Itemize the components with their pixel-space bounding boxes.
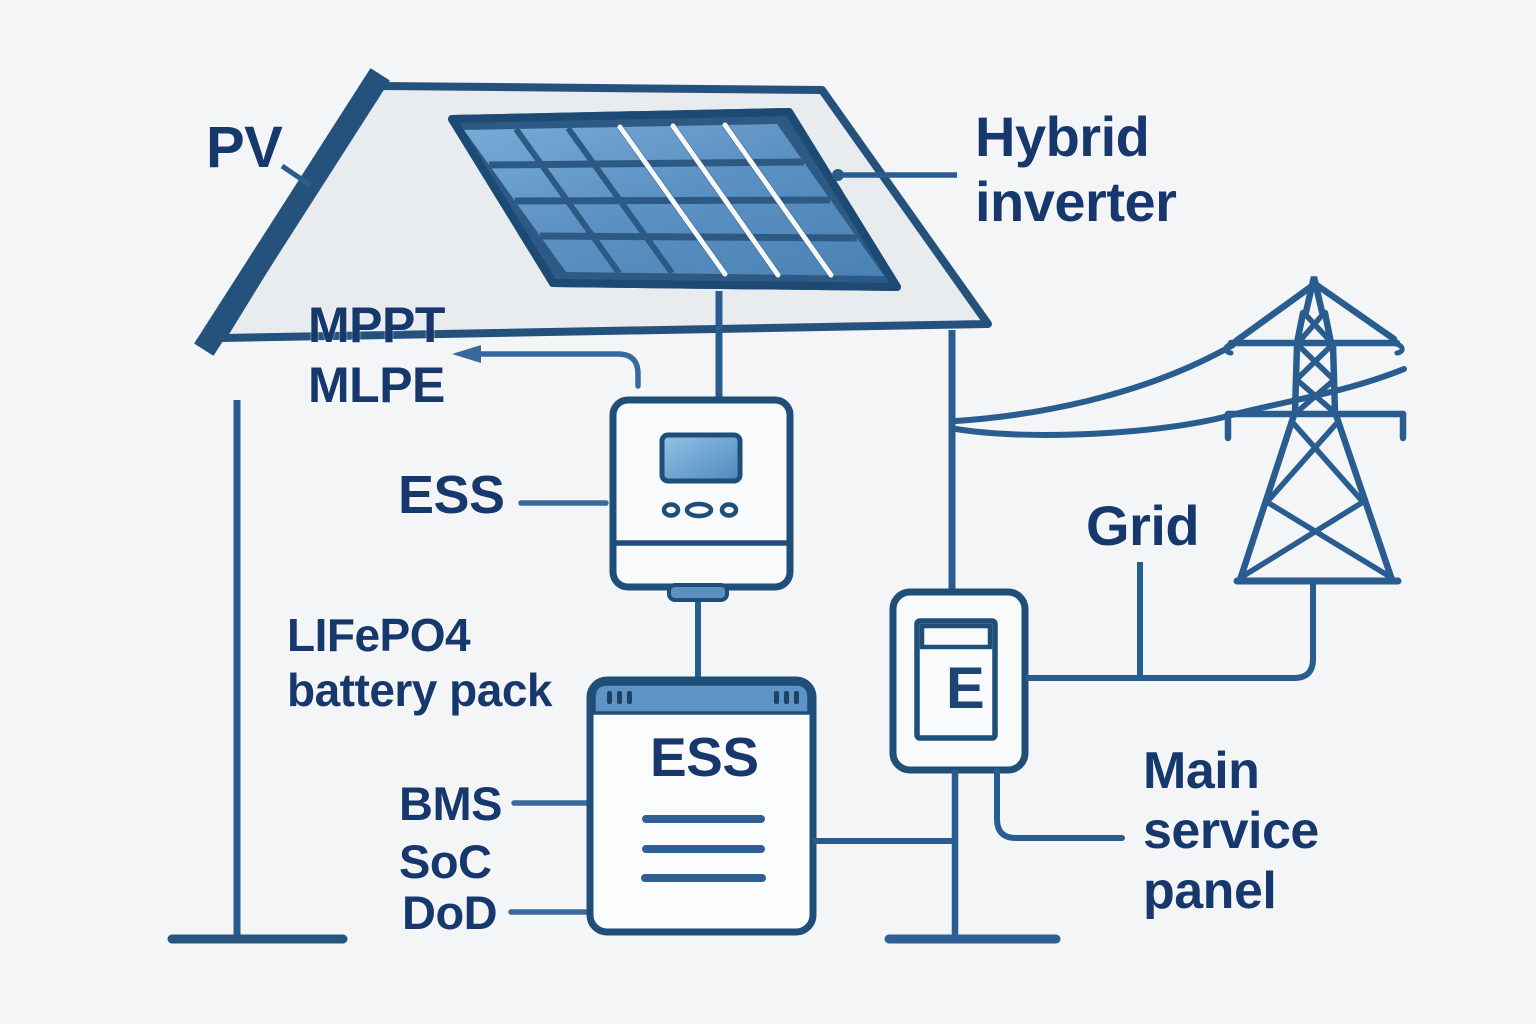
panel-frame-edge xyxy=(448,108,901,291)
hybrid-inverter-label-line2: inverter xyxy=(975,170,1177,233)
meter-display-frame xyxy=(914,618,998,741)
main-service-panel-label-line1: Main xyxy=(1143,742,1260,800)
bms-label: BMS xyxy=(399,777,502,830)
arrowhead-left-icon xyxy=(452,345,481,363)
battery-vent-slots xyxy=(607,691,799,704)
pv-label: PV xyxy=(206,115,283,180)
grid-label: Grid xyxy=(1086,494,1200,557)
battery-title-label: ESS xyxy=(650,726,759,788)
ess-controller-label: ESS xyxy=(398,465,505,525)
controller-buttons xyxy=(661,501,739,519)
meter-display-header xyxy=(919,623,993,650)
solar-panel-icon xyxy=(448,108,901,291)
dod-label: DoD xyxy=(402,886,498,939)
mppt-label: MPPT xyxy=(308,297,445,353)
soc-label: SoC xyxy=(399,835,492,888)
mlpe-label: MLPE xyxy=(308,357,445,413)
power-line-bottom xyxy=(953,366,1407,438)
hybrid-inverter-label-line1: Hybrid xyxy=(975,105,1150,168)
panel-white-divider-lines xyxy=(617,122,834,278)
main-service-panel-label-line3: panel xyxy=(1143,862,1277,920)
power-line-top xyxy=(953,342,1236,424)
meter-letter: E xyxy=(946,656,985,721)
meter-to-tower-wire xyxy=(1026,583,1316,681)
roof-left-band xyxy=(194,68,390,356)
mppt-arrow xyxy=(452,345,641,389)
transmission-tower-icon xyxy=(1223,276,1407,585)
battery-icon xyxy=(586,676,817,936)
controller-bottom-tab xyxy=(667,583,729,602)
pv-leader-line xyxy=(280,163,312,188)
controller-screen xyxy=(659,432,743,484)
battery-level-lines xyxy=(641,815,766,882)
charge-controller-icon xyxy=(609,396,794,602)
lifepo4-label-line1: LIFePO4 xyxy=(287,609,471,661)
lifepo4-label-line2: battery pack xyxy=(287,664,553,716)
hybrid-inverter-leader-line xyxy=(832,169,957,181)
main-service-panel-wire xyxy=(994,768,1125,841)
battery-header-band xyxy=(592,682,811,715)
meter-icon xyxy=(889,588,1029,774)
main-service-panel-label-line2: service xyxy=(1143,802,1319,860)
